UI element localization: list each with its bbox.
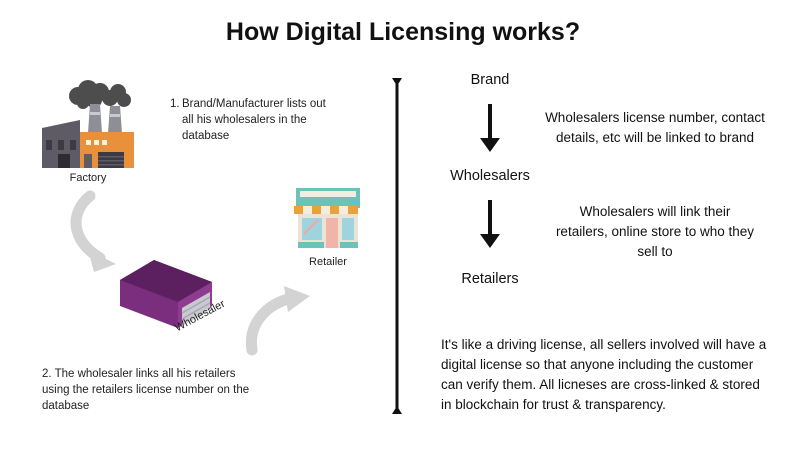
- curved-arrow-icon: [245, 286, 310, 356]
- down-arrow-icon: [480, 200, 500, 248]
- summary-text: It's like a driving license, all sellers…: [441, 337, 767, 412]
- retailers-node: Retailers: [461, 271, 519, 287]
- brand-node: Brand: [470, 72, 510, 88]
- desc-brand-wholesalers: Wholesalers license number, contact deta…: [545, 110, 765, 145]
- page-title: How Digital Licensing works?: [225, 18, 581, 46]
- factory-icon: [42, 80, 134, 168]
- divider-line: [392, 78, 402, 414]
- store-icon: [294, 188, 360, 248]
- down-arrow-icon: [480, 104, 500, 152]
- warehouse-icon: [120, 260, 212, 328]
- wholesalers-node: Wholesalers: [450, 168, 530, 184]
- step2-text: 2. The wholesaler links all his retailer…: [42, 368, 250, 412]
- curved-arrow-icon: [70, 190, 116, 272]
- factory-label: Factory: [69, 172, 107, 184]
- step1-text: Brand/Manufacturer lists out all his who…: [182, 98, 326, 142]
- desc-wholesalers-retailers: Wholesalers will link their retailers, o…: [555, 204, 755, 259]
- retailer-label: Retailer: [309, 256, 347, 268]
- step1-number: 1.: [170, 98, 180, 110]
